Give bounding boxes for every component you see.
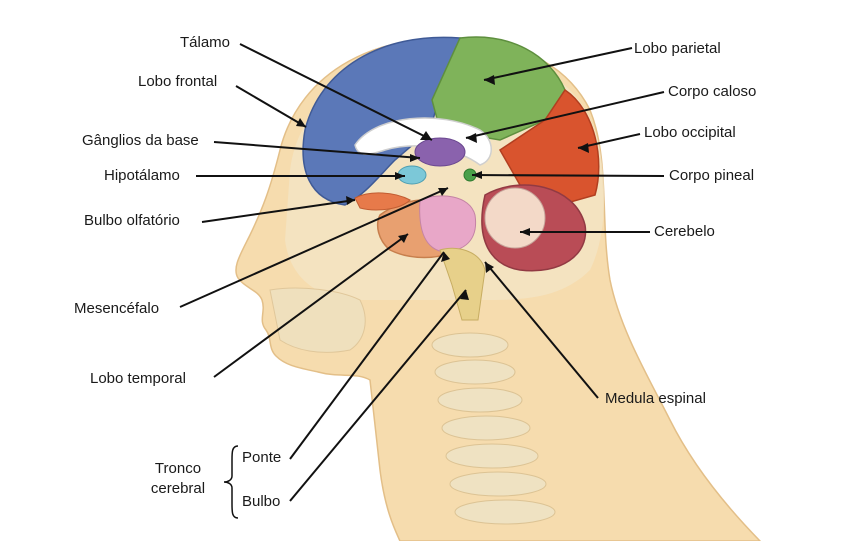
cerebellum-arbor-vitae [484,187,546,249]
label-lobo-occipital: Lobo occipital [644,124,736,141]
arrowheads [296,75,589,300]
midbrain [419,195,477,253]
label-ponte: Ponte [242,449,282,466]
parietal-lobe [431,36,566,141]
label-mesencefalo: Mesencéfalo [74,300,160,317]
label-talamo: Tálamo [180,34,231,51]
label-corpo-caloso: Corpo caloso [668,83,757,100]
leader-lines [179,43,665,502]
label-tronco-line1: Tronco [154,460,202,477]
label-hipotalamo: Hipotálamo [104,167,180,184]
cervical-spine [431,332,556,525]
label-cerebelo: Cerebelo [654,223,715,240]
label-ganglios-da-base: Gânglios da base [82,132,199,149]
brainstem [439,247,486,321]
tronco-brace [223,445,239,519]
label-bulbo-olfatorio: Bulbo olfatório [84,212,180,229]
frontal-lobe [302,36,462,206]
label-tronco-line2: cerebral [150,480,206,497]
label-lobo-frontal: Lobo frontal [138,73,218,90]
label-corpo-pineal: Corpo pineal [669,167,755,184]
label-bulbo: Bulbo [242,493,281,510]
label-lobo-temporal: Lobo temporal [90,370,186,387]
thalamus [414,137,466,167]
label-medula-espinal: Medula espinal [605,390,706,407]
olfactory-bulb [354,192,411,211]
label-lobo-parietal: Lobo parietal [634,40,721,57]
jaw [269,287,366,353]
